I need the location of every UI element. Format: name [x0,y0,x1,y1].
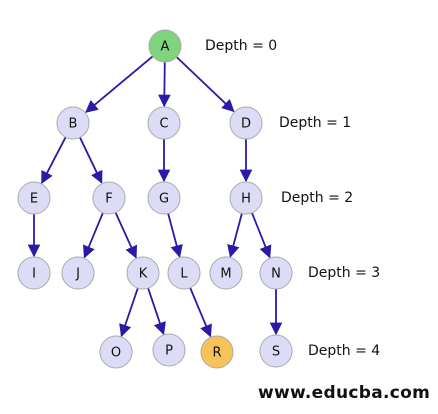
node-circle [259,256,293,290]
depth-label-2: Depth = 2 [281,190,354,206]
node-label: A [161,40,170,55]
edge-a-c [158,61,171,108]
node-b: B [56,106,90,140]
node-label: I [32,267,36,282]
edge-l-r [189,287,212,338]
node-circle [56,106,90,140]
node-label: G [159,192,169,207]
edge-f-k [114,212,138,259]
node-circle [17,181,51,215]
edge-g-l [167,213,183,258]
node-p: P [152,333,186,367]
node-l: L [167,256,201,290]
node-m: M [209,256,243,290]
depth-label-1: Depth = 1 [279,115,352,131]
node-label: O [111,346,121,361]
node-n: N [259,256,293,290]
depth-label-0: Depth = 0 [205,38,278,54]
node-label: C [159,117,168,132]
node-label: S [272,345,280,360]
node-circle [126,256,160,290]
node-i: I [17,256,51,290]
node-k: K [126,256,160,290]
node-label: E [30,192,38,207]
node-s: S [259,334,293,368]
edge-f-j [83,212,104,259]
edge-a-d [175,56,235,113]
node-a: A [148,29,182,63]
node-circle [167,256,201,290]
node-circle [259,334,293,368]
node-circle [152,333,186,367]
node-circle [229,181,263,215]
node-h: H [229,181,263,215]
node-circle [148,29,182,63]
node-label: L [180,267,188,282]
edge-a-b [85,55,154,113]
node-circle [200,335,234,369]
node-label: D [241,117,251,132]
edge-b-e [41,136,67,185]
node-label: H [241,192,251,207]
node-circle [147,106,181,140]
nodes-layer: A B C D E F G H I J K L M N O P R S [17,29,293,369]
watermark-text: www.educba.com [258,383,431,403]
node-circle [147,181,181,215]
node-r: R [200,335,234,369]
node-circle [17,256,51,290]
node-circle [61,256,95,290]
node-label: N [271,267,281,282]
node-circle [209,256,243,290]
node-f: F [92,181,126,215]
depth-label-4: Depth = 4 [308,343,381,359]
node-c: C [147,106,181,140]
edge-k-o [119,287,139,338]
depth-label-3: Depth = 3 [308,265,381,281]
node-o: O [99,335,133,369]
edge-h-n [251,212,272,259]
node-label: K [139,267,148,282]
node-label: P [165,344,173,359]
node-circle [99,335,133,369]
node-e: E [17,181,51,215]
node-label: R [212,346,221,361]
node-label: B [69,117,78,132]
node-j: J [61,256,95,290]
node-g: G [147,181,181,215]
node-label: F [105,192,112,207]
node-circle [92,181,126,215]
edge-b-f [79,137,103,184]
node-label: J [75,267,80,282]
edge-k-p [147,287,166,336]
edges-layer [27,55,283,338]
edge-h-m [227,213,243,258]
node-label: M [220,267,231,282]
node-d: D [229,106,263,140]
node-circle [229,106,263,140]
